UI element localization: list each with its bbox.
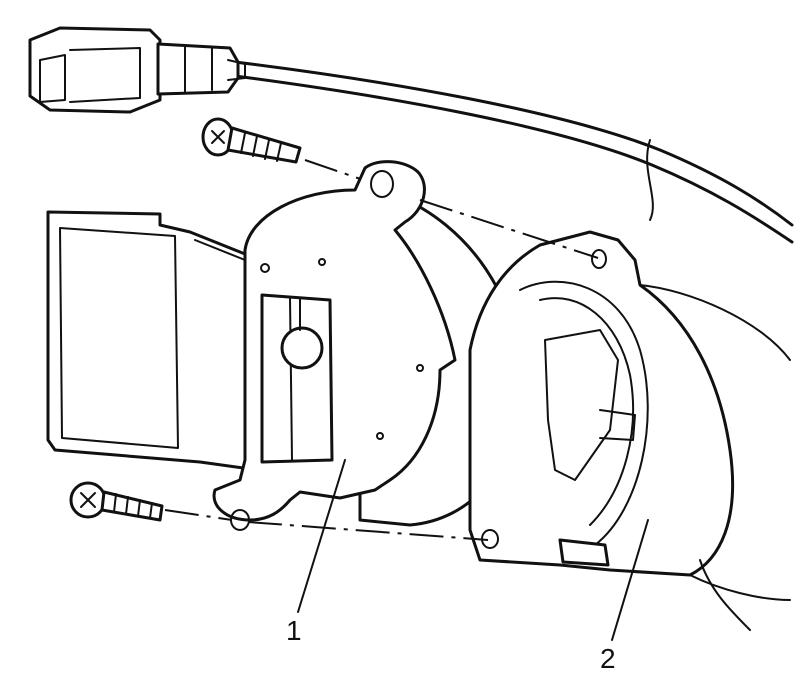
mounting-screw-upper <box>201 117 302 164</box>
housing <box>468 139 791 631</box>
callout-2: 2 <box>600 643 616 674</box>
connector-plug <box>28 26 246 114</box>
leader-line-1 <box>297 459 346 613</box>
mounting-screw-lower <box>69 481 164 522</box>
callout-1: 1 <box>286 615 302 646</box>
harness-cable <box>233 60 794 244</box>
dust-cover <box>46 210 260 472</box>
leader-line-2 <box>611 519 649 641</box>
